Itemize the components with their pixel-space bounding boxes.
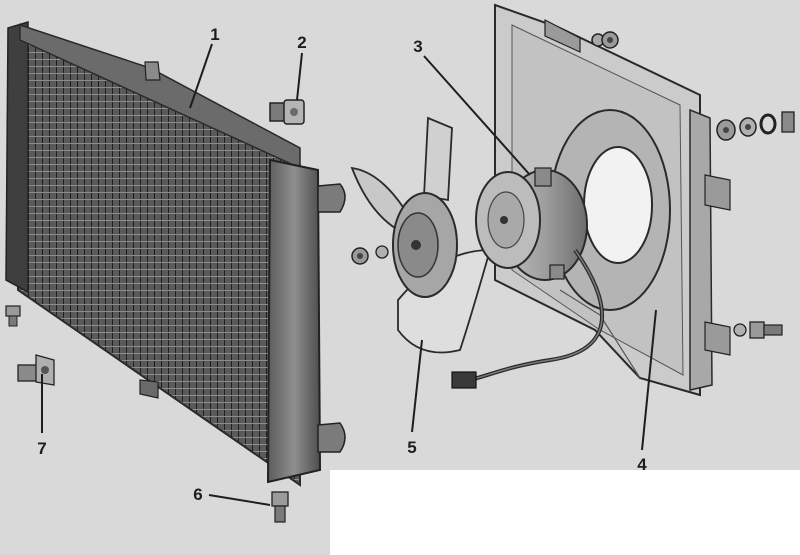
wire-connector: [451, 371, 477, 389]
thermo-switch: [269, 99, 305, 125]
washers-and-nuts-right: [716, 111, 795, 141]
radiator-top-plate: [19, 23, 301, 170]
small-bolt: [5, 305, 21, 327]
callout-7: 7: [37, 439, 46, 458]
callout-6: 6: [193, 485, 202, 504]
fan-impeller: [350, 116, 492, 354]
radiator-side-tank: [266, 158, 322, 484]
shroud-side-tab-lower: [704, 321, 731, 356]
drain-plug: [271, 491, 289, 523]
radiator: [5, 20, 346, 487]
shroud-opening: [583, 146, 653, 264]
shroud-top-tab: [544, 19, 581, 53]
callout-4: 4: [637, 455, 647, 474]
shroud-side-tab-upper: [704, 174, 731, 211]
nut-top: [591, 31, 619, 49]
callout-1: 1: [210, 25, 219, 44]
blank-corner: [330, 470, 800, 555]
nut-left-of-fan: [351, 245, 389, 265]
fan-blade-top: [423, 116, 453, 202]
radiator-lower-pipe: [317, 422, 346, 453]
bolt-lower-right: [733, 321, 783, 339]
callout-5: 5: [407, 438, 416, 457]
radiator-bottom-bracket: [139, 379, 159, 399]
callout-3: 3: [413, 37, 422, 56]
bracket-part: [17, 354, 55, 386]
electric-motor: [475, 167, 588, 281]
leader-lines: [41, 43, 657, 506]
wire-harness: [451, 248, 604, 389]
callout-2: 2: [297, 33, 306, 52]
radiator-upper-pipe: [317, 183, 346, 213]
radiator-left-side-plate: [5, 20, 29, 294]
radiator-top-bracket: [144, 61, 161, 81]
